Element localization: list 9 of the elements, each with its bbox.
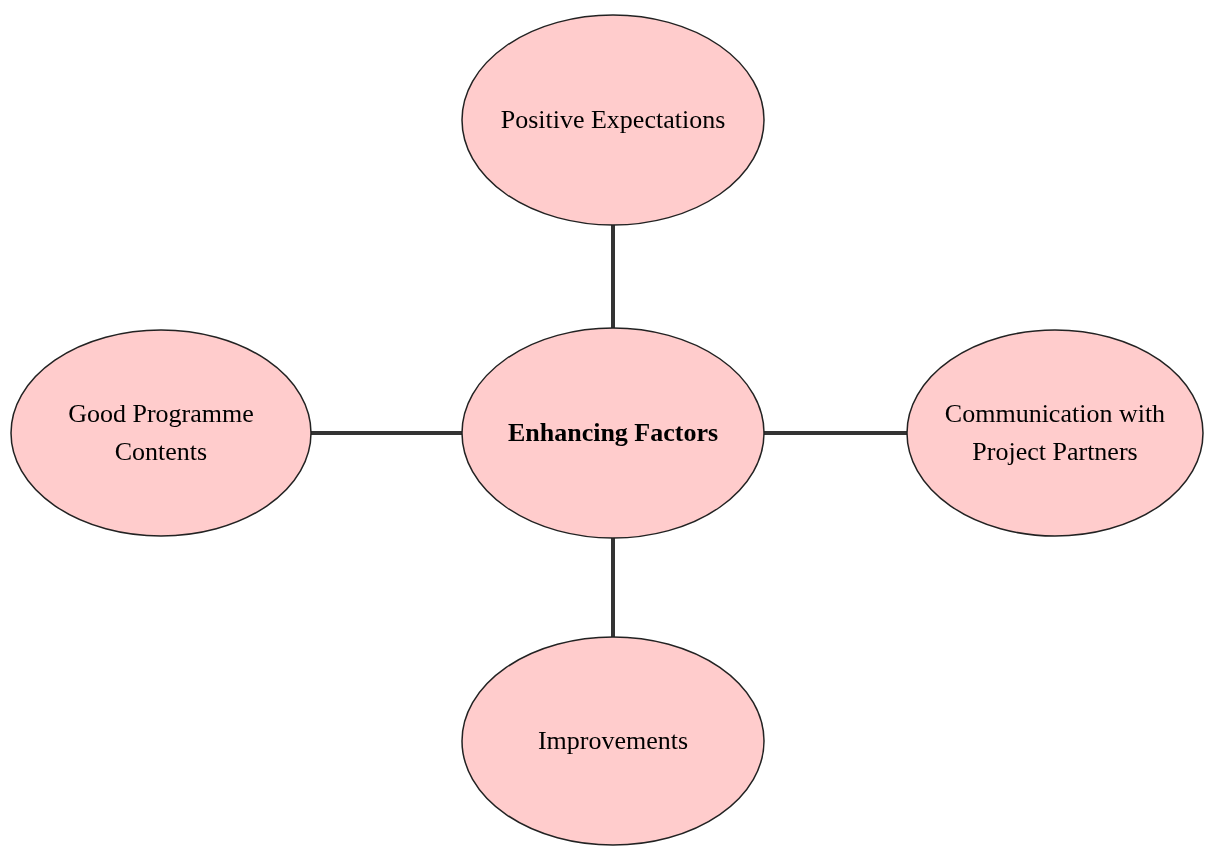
connector-line: [311, 431, 462, 435]
connector-line: [764, 431, 907, 435]
node-label: Improvements: [537, 725, 689, 757]
connector-line: [611, 538, 615, 637]
node-label: Communication with Project Partners: [943, 398, 1167, 468]
node-label: Enhancing Factors: [507, 417, 719, 449]
node-label: Good Programme Contents: [67, 398, 255, 468]
node-label: Positive Expectations: [500, 104, 726, 136]
connector-line: [611, 225, 615, 328]
